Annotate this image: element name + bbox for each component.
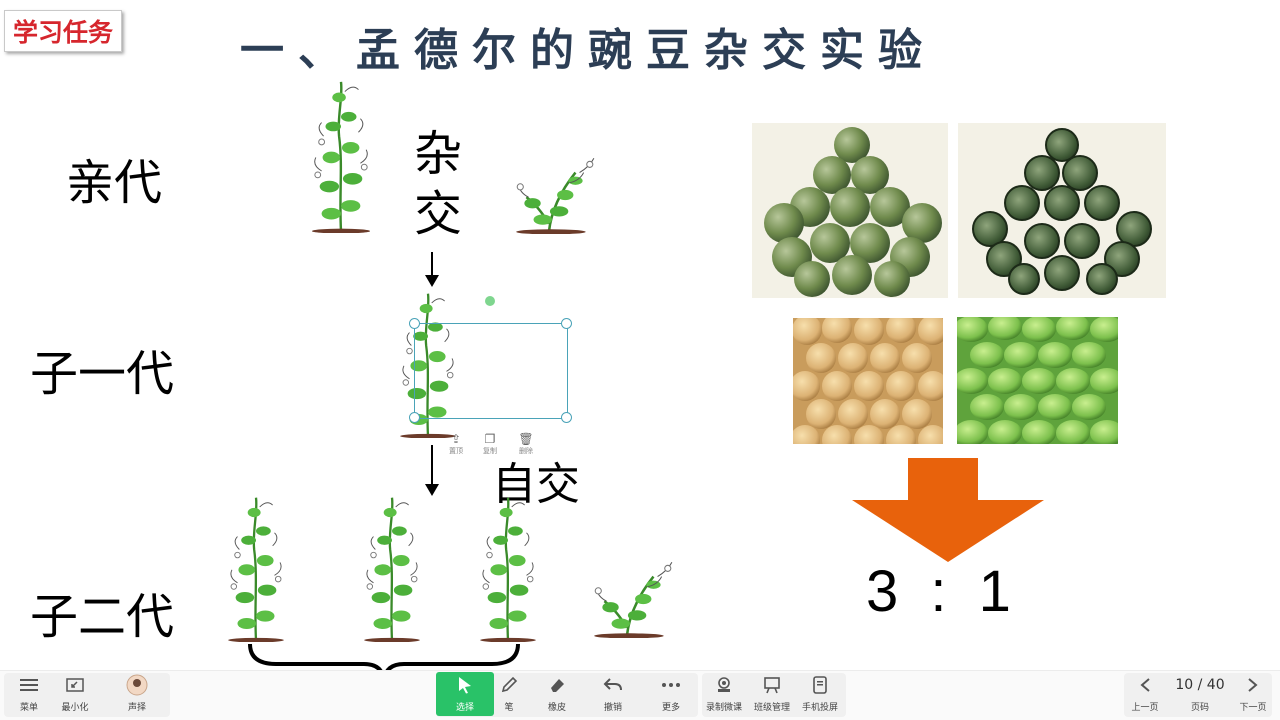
label-f1-generation: 子一代 bbox=[30, 346, 175, 402]
class-manage-button[interactable]: 班级管理 bbox=[748, 672, 796, 716]
next-page-button[interactable]: 下一页 bbox=[1228, 672, 1278, 716]
undo-label: 撤销 bbox=[603, 703, 622, 713]
avatar bbox=[108, 672, 166, 698]
pen-icon bbox=[480, 672, 538, 698]
record-button[interactable]: 录制微课 bbox=[700, 672, 748, 716]
arrow-cross bbox=[431, 252, 433, 276]
copy-icon: ❐ bbox=[484, 432, 496, 446]
delete-label: 删除 bbox=[519, 447, 533, 455]
pin-top-label: 置顶 bbox=[449, 447, 463, 455]
pin-top-icon: ⇪ bbox=[450, 432, 462, 446]
next-label: 下一页 bbox=[1239, 703, 1267, 713]
parent-short-plant bbox=[508, 152, 600, 234]
arrow-self bbox=[431, 445, 433, 485]
menu-label: 菜单 bbox=[19, 703, 38, 713]
chevron-right-icon bbox=[1228, 672, 1278, 698]
round-pea-image bbox=[752, 123, 948, 298]
pages-label: 页码 bbox=[1190, 703, 1209, 713]
ratio-text: 3 : 1 bbox=[866, 559, 1011, 624]
undo-button[interactable]: 撤销 bbox=[584, 672, 642, 716]
arrowhead-self bbox=[425, 484, 439, 496]
cross-label-1: 杂 bbox=[414, 126, 463, 182]
copy-label: 复制 bbox=[483, 447, 497, 455]
prev-label: 上一页 bbox=[1131, 703, 1159, 713]
label-parent-generation: 亲代 bbox=[66, 155, 163, 211]
parent-tall-plant bbox=[300, 78, 382, 233]
pen-label: 笔 bbox=[504, 703, 514, 713]
page-indicator: 10 / 40 bbox=[1175, 677, 1225, 693]
f2-short-plant bbox=[586, 556, 678, 638]
chevron-left-icon bbox=[1120, 672, 1170, 698]
more-icon bbox=[642, 672, 700, 698]
selection-box[interactable] bbox=[414, 323, 568, 419]
more-button[interactable]: 更多 bbox=[642, 672, 700, 716]
rotate-handle[interactable] bbox=[485, 296, 495, 306]
more-label: 更多 bbox=[661, 703, 680, 713]
f2-tall-plant-2 bbox=[352, 494, 432, 642]
eraser-label: 橡皮 bbox=[547, 703, 566, 713]
f2-tall-plant-1 bbox=[216, 494, 296, 642]
menu-icon bbox=[0, 672, 58, 698]
arrowhead-cross bbox=[425, 275, 439, 287]
wrinkled-pea-image bbox=[958, 123, 1166, 298]
minimize-button[interactable]: 最小化 bbox=[46, 672, 104, 716]
trash-icon: 🗑 bbox=[518, 432, 534, 446]
page-number-button[interactable]: 10 / 40 页码 bbox=[1170, 672, 1230, 716]
select-tool-button[interactable]: 选择 bbox=[436, 672, 494, 716]
minimize-icon bbox=[46, 672, 104, 698]
resize-handle[interactable] bbox=[561, 318, 572, 329]
record-label: 录制微课 bbox=[705, 703, 742, 713]
menu-button[interactable]: 菜单 bbox=[0, 672, 58, 716]
resize-handle[interactable] bbox=[409, 318, 420, 329]
undo-icon bbox=[584, 672, 642, 698]
cast-label: 手机投屏 bbox=[801, 703, 838, 713]
copy-button[interactable]: ❐ 复制 bbox=[476, 432, 504, 456]
yellow-pea-image bbox=[793, 318, 943, 444]
voice-label: 声择 bbox=[127, 703, 146, 713]
prev-page-button[interactable]: 上一页 bbox=[1120, 672, 1170, 716]
board-icon bbox=[748, 672, 796, 698]
select-label: 选择 bbox=[455, 703, 474, 713]
resize-handle[interactable] bbox=[561, 412, 572, 423]
cast-button[interactable]: 手机投屏 bbox=[796, 672, 844, 716]
resize-handle[interactable] bbox=[409, 412, 420, 423]
delete-button[interactable]: 🗑 删除 bbox=[512, 432, 540, 456]
self-cross-label: 自交 bbox=[492, 459, 580, 510]
toolbar-extra-group bbox=[702, 673, 846, 717]
record-icon bbox=[700, 672, 748, 698]
class-manage-label: 班级管理 bbox=[753, 703, 790, 713]
green-pea-image bbox=[957, 317, 1118, 444]
minimize-label: 最小化 bbox=[61, 703, 89, 713]
pen-tool-button[interactable]: 笔 bbox=[480, 672, 538, 716]
task-tag: 学习任务 bbox=[4, 10, 123, 52]
f2-tall-plant-3 bbox=[468, 494, 548, 642]
label-f2-generation: 子二代 bbox=[30, 589, 175, 645]
phone-icon bbox=[796, 672, 844, 698]
selection-toolbar: ⇪ 置顶 ❐ 复制 🗑 删除 bbox=[442, 432, 542, 460]
orange-down-arrow bbox=[852, 458, 1044, 562]
eraser-tool-button[interactable]: 橡皮 bbox=[528, 672, 586, 716]
pin-top-button[interactable]: ⇪ 置顶 bbox=[442, 432, 470, 456]
slide-title: 一、孟德尔的豌豆杂交实验 bbox=[240, 25, 936, 76]
cross-label-2: 交 bbox=[414, 186, 463, 242]
cursor-icon bbox=[436, 672, 494, 698]
voice-button[interactable]: 声择 bbox=[108, 672, 166, 716]
eraser-icon bbox=[528, 672, 586, 698]
